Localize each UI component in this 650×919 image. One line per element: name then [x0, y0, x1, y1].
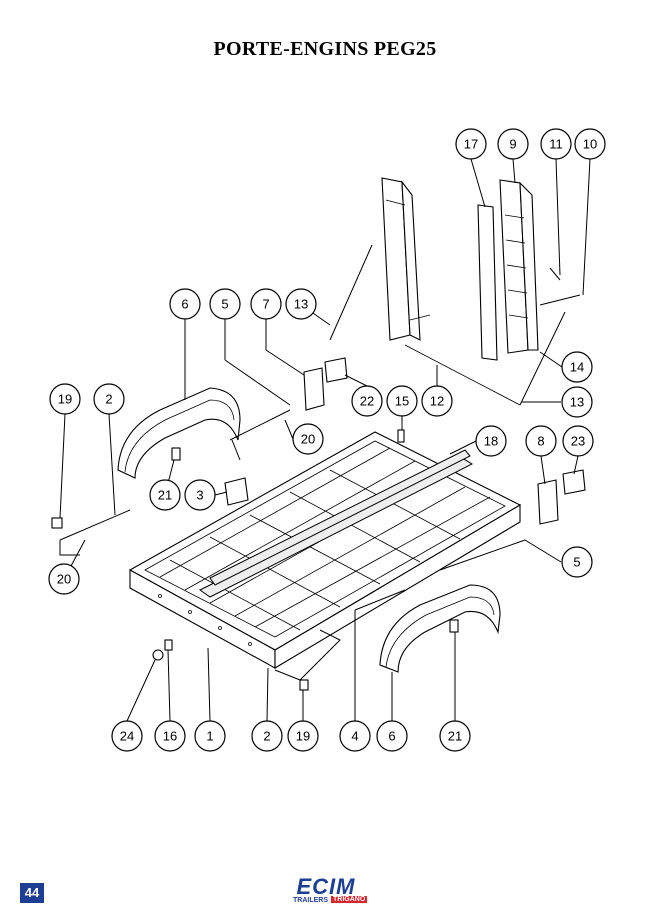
- page-number-badge: 44: [20, 883, 44, 903]
- svg-text:20: 20: [57, 572, 71, 587]
- fender-right: [379, 584, 501, 673]
- svg-text:21: 21: [158, 488, 172, 503]
- callout: 16: [154, 720, 186, 752]
- svg-text:1: 1: [206, 729, 213, 744]
- svg-text:15: 15: [395, 394, 409, 409]
- svg-text:12: 12: [430, 394, 444, 409]
- svg-text:24: 24: [120, 729, 134, 744]
- callout: 13: [285, 288, 317, 320]
- callout: 22: [351, 385, 383, 417]
- svg-text:16: 16: [163, 729, 177, 744]
- svg-text:21: 21: [448, 729, 462, 744]
- logo-trailers: TRAILERS: [293, 897, 328, 904]
- callout: 5: [561, 546, 593, 578]
- callout: 20: [48, 563, 80, 595]
- callout: 6: [376, 720, 408, 752]
- callout: 21: [149, 479, 181, 511]
- callout: 2: [251, 720, 283, 752]
- callout: 20: [292, 423, 324, 455]
- svg-text:4: 4: [351, 729, 358, 744]
- svg-text:10: 10: [583, 137, 597, 152]
- leader-lines: [59, 158, 591, 722]
- page-title: PORTE-ENGINS PEG25: [213, 38, 437, 60]
- callout: 15: [386, 385, 418, 417]
- callout: 17: [455, 128, 487, 160]
- fender-left: [117, 387, 241, 479]
- svg-text:9: 9: [509, 137, 516, 152]
- part-18-center-rail: [199, 449, 474, 598]
- ramp-right: [499, 179, 539, 354]
- callout: 7: [250, 288, 282, 320]
- logo-group: TRIGANO: [331, 896, 368, 903]
- callout: 9: [497, 128, 529, 160]
- svg-text:6: 6: [181, 297, 188, 312]
- callout: 11: [540, 128, 572, 160]
- svg-text:2: 2: [263, 729, 270, 744]
- callout: 23: [562, 425, 594, 457]
- svg-text:14: 14: [570, 360, 584, 375]
- svg-text:23: 23: [571, 434, 585, 449]
- svg-text:3: 3: [196, 488, 203, 503]
- callout: 18: [475, 425, 507, 457]
- svg-text:6: 6: [388, 729, 395, 744]
- svg-text:2: 2: [105, 392, 112, 407]
- callout: 19: [49, 383, 81, 415]
- svg-text:11: 11: [549, 137, 563, 152]
- callout: 19: [287, 720, 319, 752]
- rods: [329, 244, 581, 406]
- callout: 5: [209, 288, 241, 320]
- logo-brand: ECIM: [296, 874, 356, 899]
- svg-text:19: 19: [296, 729, 310, 744]
- svg-text:5: 5: [573, 555, 580, 570]
- svg-text:13: 13: [294, 297, 308, 312]
- svg-text:17: 17: [464, 137, 478, 152]
- svg-text:8: 8: [537, 434, 544, 449]
- ramp-left: [381, 177, 521, 406]
- callout: 12: [421, 385, 453, 417]
- svg-text:7: 7: [262, 297, 269, 312]
- callout: 3: [184, 479, 216, 511]
- svg-text:18: 18: [484, 434, 498, 449]
- callout: 10: [574, 128, 606, 160]
- callout: 14: [561, 351, 593, 383]
- callout: 24: [111, 720, 143, 752]
- ecim-logo: ECIM TRAILERS TRIGANO: [285, 874, 368, 908]
- svg-text:19: 19: [58, 392, 72, 407]
- callout: 2: [93, 383, 125, 415]
- small-parts: [51, 357, 586, 691]
- svg-text:20: 20: [301, 432, 315, 447]
- callout: 4: [339, 720, 371, 752]
- callout: 1: [194, 720, 226, 752]
- callout: 21: [439, 720, 471, 752]
- callout: 8: [525, 425, 557, 457]
- callout: 6: [169, 288, 201, 320]
- part-17-plate: [477, 204, 498, 361]
- callout: 13: [561, 386, 593, 418]
- svg-text:13: 13: [570, 395, 584, 410]
- svg-text:5: 5: [221, 297, 228, 312]
- svg-text:22: 22: [360, 394, 374, 409]
